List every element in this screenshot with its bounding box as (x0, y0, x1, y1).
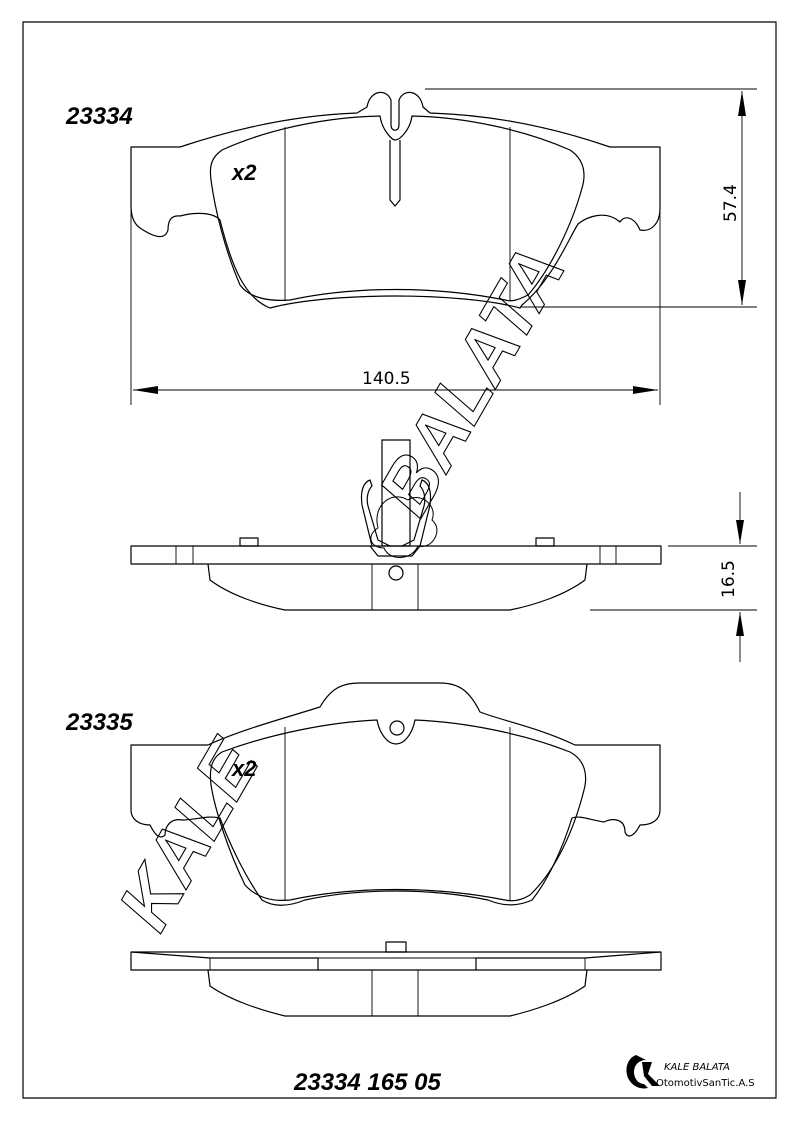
drawing-frame (22, 21, 777, 1099)
watermark: BALATA KALE (101, 232, 581, 944)
brake-pad-bottom-front-view (130, 682, 661, 906)
brand-name: KALE BALATA (664, 1062, 730, 1073)
watermark-logo-icon (370, 496, 438, 558)
dimension-width-value: 140.5 (362, 369, 411, 389)
dimension-thickness: 16.5 (719, 492, 744, 662)
footer-reference-number: 23334 165 05 (293, 1069, 441, 1096)
quantity-label-top: x2 (231, 160, 257, 185)
dimension-height: 57.4 (721, 91, 746, 305)
manufacturer-block: KALE BALATA OtomotivSanTic.A.S (626, 1055, 755, 1089)
brake-pad-top-front-view (130, 88, 757, 405)
part-code-top: 23334 (65, 103, 133, 130)
kale-logo-icon (626, 1055, 660, 1089)
quantity-label-bottom: x2 (231, 756, 257, 781)
dimension-height-value: 57.4 (721, 184, 741, 222)
dimension-width: 140.5 (133, 369, 658, 394)
brake-pad-top-side-view (130, 439, 757, 611)
company-name: OtomotivSanTic.A.S (656, 1078, 755, 1089)
dimension-thickness-value: 16.5 (719, 560, 739, 598)
part-code-bottom: 23335 (65, 709, 133, 736)
brake-pad-bottom-side-view (130, 941, 662, 1017)
